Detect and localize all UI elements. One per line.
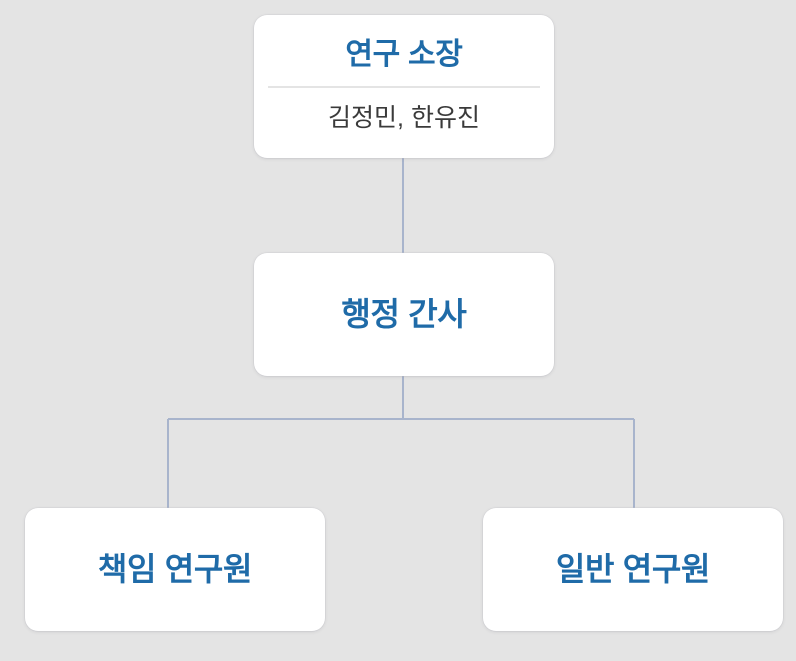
node-secretary-title: 행정 간사 [341,295,467,332]
node-director-members: 김정민, 한유진 [328,103,480,132]
node-principal-researcher[interactable]: 책임 연구원 [25,508,325,631]
node-director-divider [268,85,540,88]
node-director-title: 연구 소장 [345,38,463,71]
node-general-researcher-title: 일반 연구원 [555,550,711,587]
node-principal-researcher-title: 책임 연구원 [97,550,253,587]
node-director[interactable]: 연구 소장 김정민, 한유진 [254,15,554,158]
node-secretary[interactable]: 행정 간사 [254,253,554,376]
node-general-researcher[interactable]: 일반 연구원 [483,508,783,631]
